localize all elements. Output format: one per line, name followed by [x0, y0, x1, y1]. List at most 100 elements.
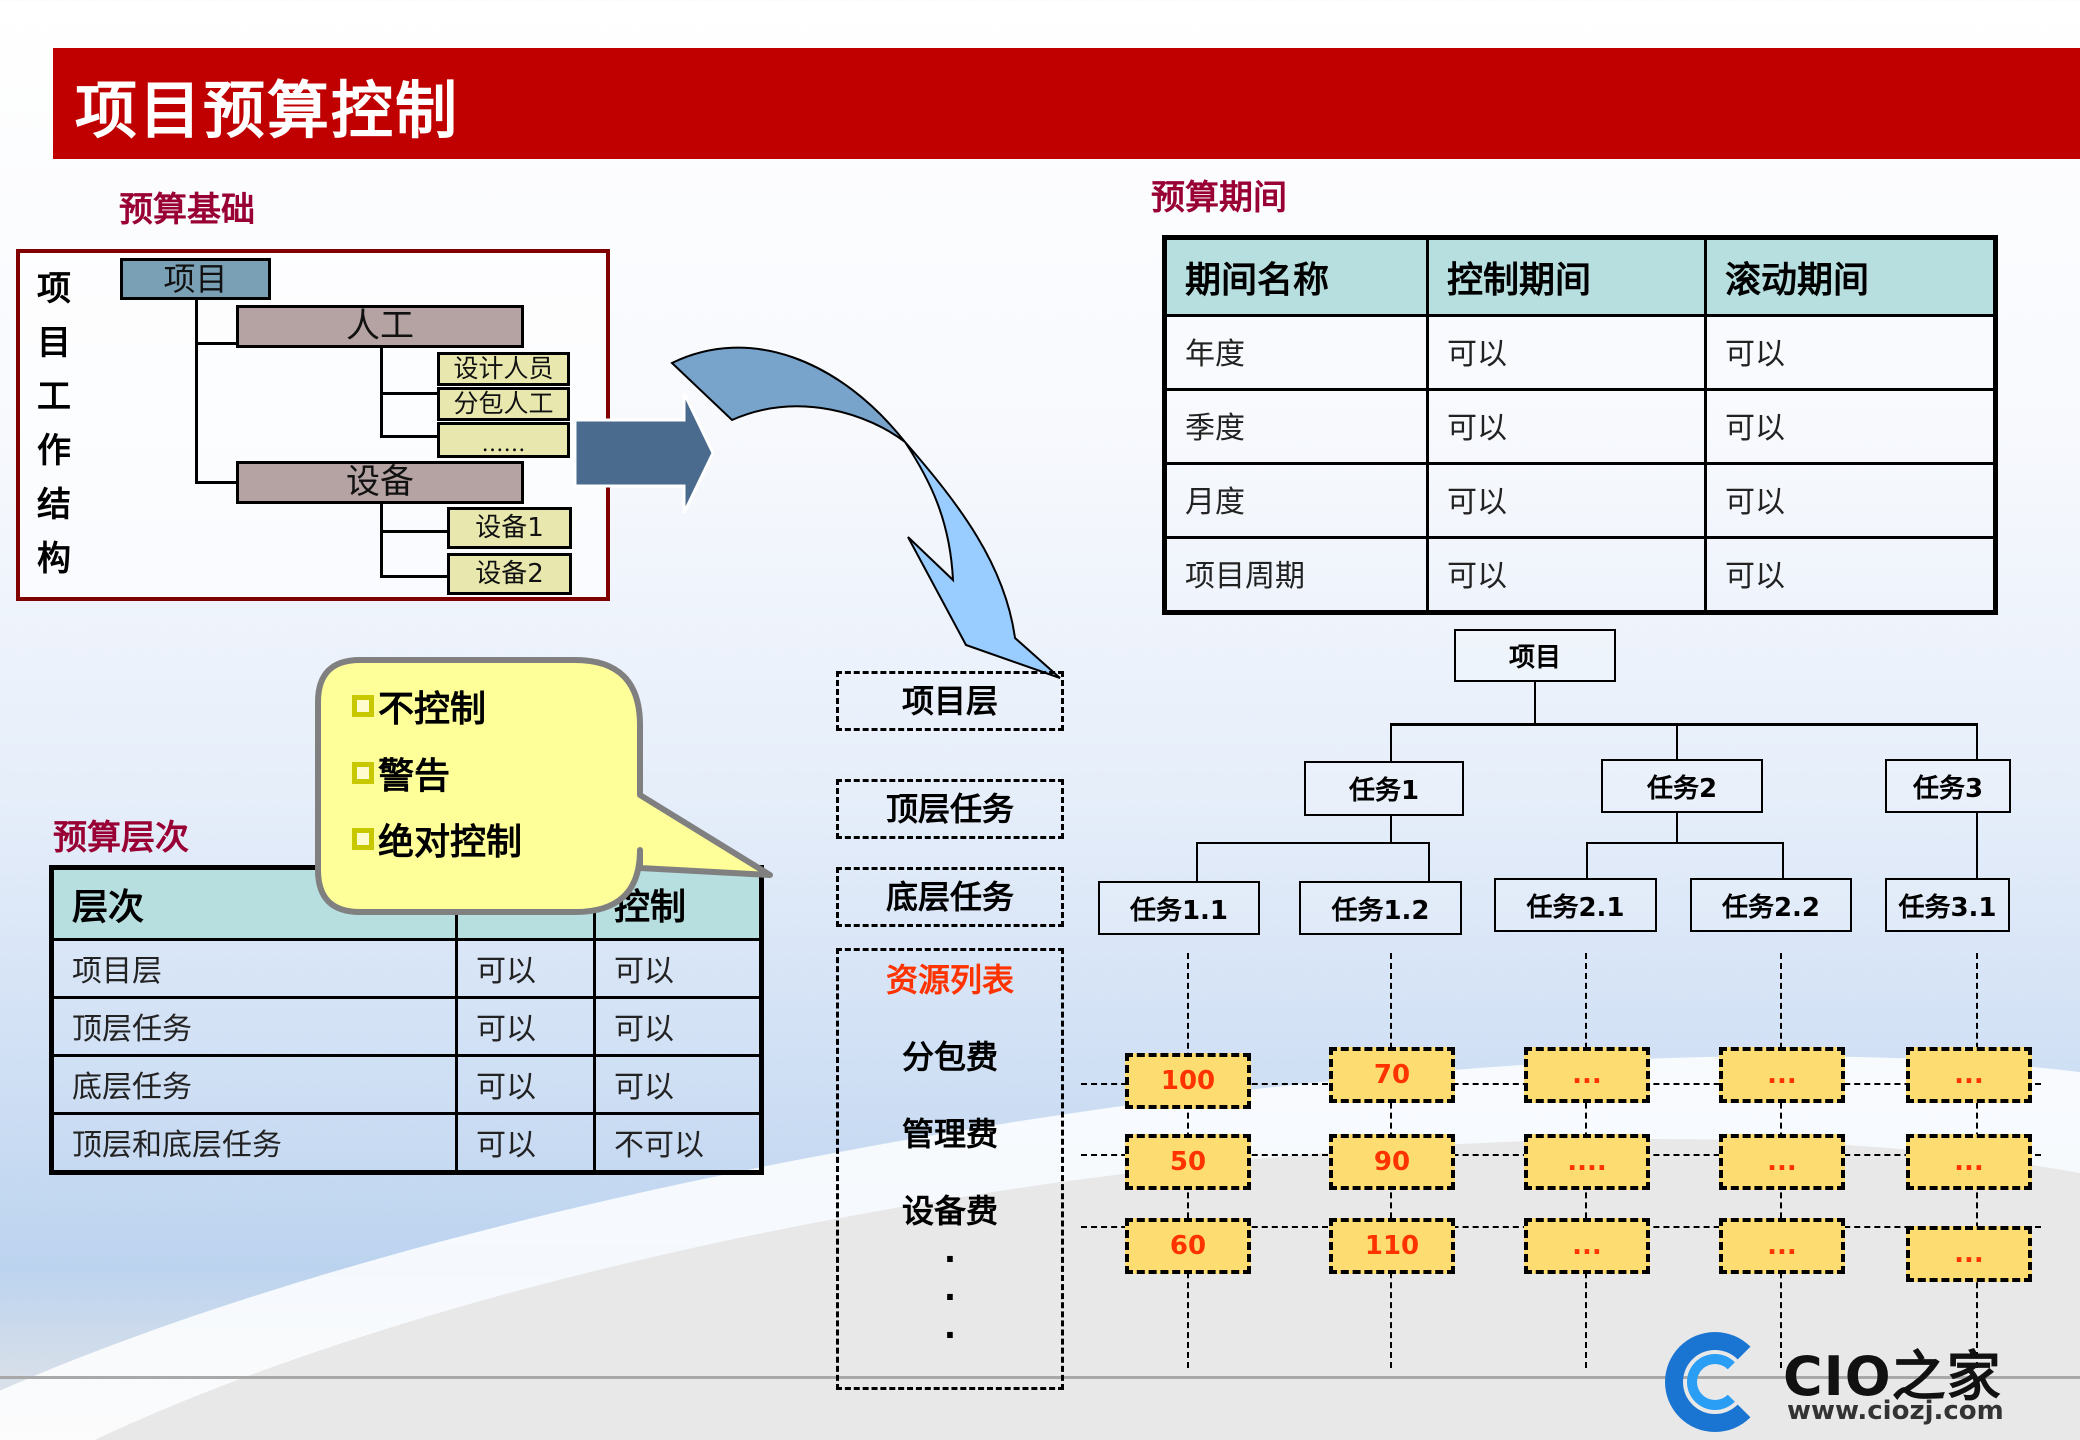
table-cell: 可以	[455, 1111, 596, 1175]
wbs-label-char: 项	[37, 269, 71, 309]
org-node-task: 任务3	[1885, 759, 2011, 813]
org-connector	[1976, 813, 1978, 878]
table-cell: 可以	[1426, 461, 1707, 539]
table-cell: 可以	[1426, 314, 1707, 391]
ciozj-logo: CIO之家 www.ciozj.com	[1665, 1328, 2025, 1432]
org-connector	[1196, 842, 1429, 844]
wbs-node-labor: 人工	[236, 305, 524, 348]
org-node-project: 项目	[1454, 629, 1616, 682]
control-option-label: 绝对控制	[378, 822, 523, 863]
org-connector	[1586, 842, 1783, 844]
budget-cell: 60	[1125, 1218, 1251, 1274]
budget-cell: ...	[1906, 1134, 2032, 1190]
title-bar: 项目预算控制	[53, 48, 2080, 159]
budget-cell: ...	[1524, 1047, 1650, 1103]
section-title-budget-level: 预算层次	[53, 818, 189, 858]
resource-list-box	[836, 948, 1064, 1390]
callout-bubble	[315, 657, 773, 915]
org-node-subtask: 任务2.2	[1690, 878, 1852, 932]
org-connector	[1534, 682, 1536, 724]
org-connector	[1196, 842, 1198, 881]
budget-cell: ...	[1719, 1218, 1845, 1274]
table-cell: 顶层任务	[50, 995, 458, 1057]
table-cell: 不可以	[593, 1111, 763, 1175]
table-cell: 可以	[1426, 387, 1707, 465]
wbs-node-equipment: 设备	[236, 461, 524, 504]
org-node-task: 任务2	[1601, 759, 1763, 813]
table-cell: 月度	[1163, 461, 1429, 539]
wbs-label-char: 作	[37, 431, 71, 471]
wbs-node-project: 项目	[120, 258, 271, 300]
budget-cell: 50	[1125, 1134, 1251, 1190]
org-connector	[1676, 813, 1678, 842]
wbs-node-equipment-child: 设备2	[447, 553, 572, 595]
budget-cell: 90	[1329, 1134, 1455, 1190]
table-cell: 项目周期	[1163, 535, 1429, 615]
table-cell: 可以	[593, 938, 763, 999]
resource-ellipsis: .	[943, 1232, 957, 1270]
resource-ellipsis: .	[943, 1270, 957, 1308]
table-cell: 顶层和底层任务	[50, 1111, 458, 1175]
table-cell: 可以	[455, 995, 596, 1057]
wbs-label-char: 工	[37, 377, 71, 417]
section-title-budget-period: 预算期间	[1151, 178, 1287, 218]
budget-cell: 100	[1125, 1053, 1251, 1109]
column-header: 控制期间	[1426, 236, 1707, 317]
table-row: 季度 可以 可以	[1163, 387, 1997, 465]
wbs-connector	[380, 504, 383, 578]
table-cell: 可以	[1704, 387, 1997, 465]
org-node-subtask: 任务1.2	[1299, 881, 1462, 935]
org-node-subtask: 任务1.1	[1098, 881, 1260, 935]
budget-cell: ...	[1719, 1134, 1845, 1190]
table-row: 顶层任务 可以 可以	[50, 995, 763, 1057]
page-title: 项目预算控制	[75, 74, 460, 147]
logo-c-inner-icon	[1687, 1354, 1743, 1410]
footer-divider	[0, 1376, 2080, 1379]
table-cell: 可以	[1704, 314, 1997, 391]
org-connector	[1676, 723, 1678, 759]
table-cell: 可以	[593, 1053, 763, 1115]
curved-arrow-icon	[670, 346, 1061, 679]
wbs-node-equipment-child: 设备1	[447, 507, 572, 549]
budget-period-table: 期间名称 控制期间 滚动期间 年度 可以 可以 季度 可以 可以 月度 可以 可…	[1162, 235, 1998, 615]
resource-ellipsis: .	[943, 1308, 957, 1346]
wbs-connector	[380, 575, 448, 578]
budget-cell: ...	[1906, 1226, 2032, 1282]
org-connector	[1390, 816, 1392, 842]
org-connector	[1782, 842, 1784, 878]
table-cell: 可以	[1426, 535, 1707, 615]
wbs-node-labor-child: 分包人工	[437, 387, 570, 421]
table-cell: 年度	[1163, 314, 1429, 391]
table-cell: 季度	[1163, 387, 1429, 465]
resource-item: 分包费	[901, 1038, 998, 1076]
wbs-label-char: 结	[37, 485, 71, 525]
org-node-subtask: 任务2.1	[1494, 878, 1657, 932]
org-node-task: 任务1	[1304, 761, 1464, 816]
wbs-connector	[380, 530, 448, 533]
control-option-label: 不控制	[378, 689, 487, 730]
table-cell: 可以	[455, 1053, 596, 1115]
wbs-connector	[380, 392, 438, 395]
wbs-connector	[380, 435, 438, 438]
wbs-label-char: 目	[37, 323, 71, 363]
wbs-connector	[195, 481, 237, 484]
resource-item: 管理费	[901, 1115, 998, 1153]
table-cell: 可以	[593, 995, 763, 1057]
table-row: 月度 可以 可以	[1163, 461, 1997, 539]
table-cell: 可以	[455, 938, 596, 999]
org-connector	[1390, 723, 1392, 761]
org-connector	[1586, 842, 1588, 878]
table-cell: 项目层	[50, 938, 458, 999]
logo-name: CIO之家	[1783, 1345, 2002, 1408]
wbs-connector	[195, 342, 237, 345]
right-arrow-icon	[573, 392, 715, 514]
control-option: 警告	[352, 747, 450, 799]
table-header-row: 期间名称 控制期间 滚动期间	[1163, 236, 1997, 317]
wbs-vertical-label: 项 目 工 作 结 构	[34, 262, 74, 586]
level-box-top-task: 顶层任务	[836, 779, 1064, 839]
resource-item: 设备费	[901, 1192, 998, 1230]
square-bullet-icon	[352, 695, 374, 717]
control-option: 绝对控制	[352, 813, 522, 865]
wbs-label-char: 构	[37, 539, 71, 579]
control-option-label: 警告	[378, 756, 451, 797]
